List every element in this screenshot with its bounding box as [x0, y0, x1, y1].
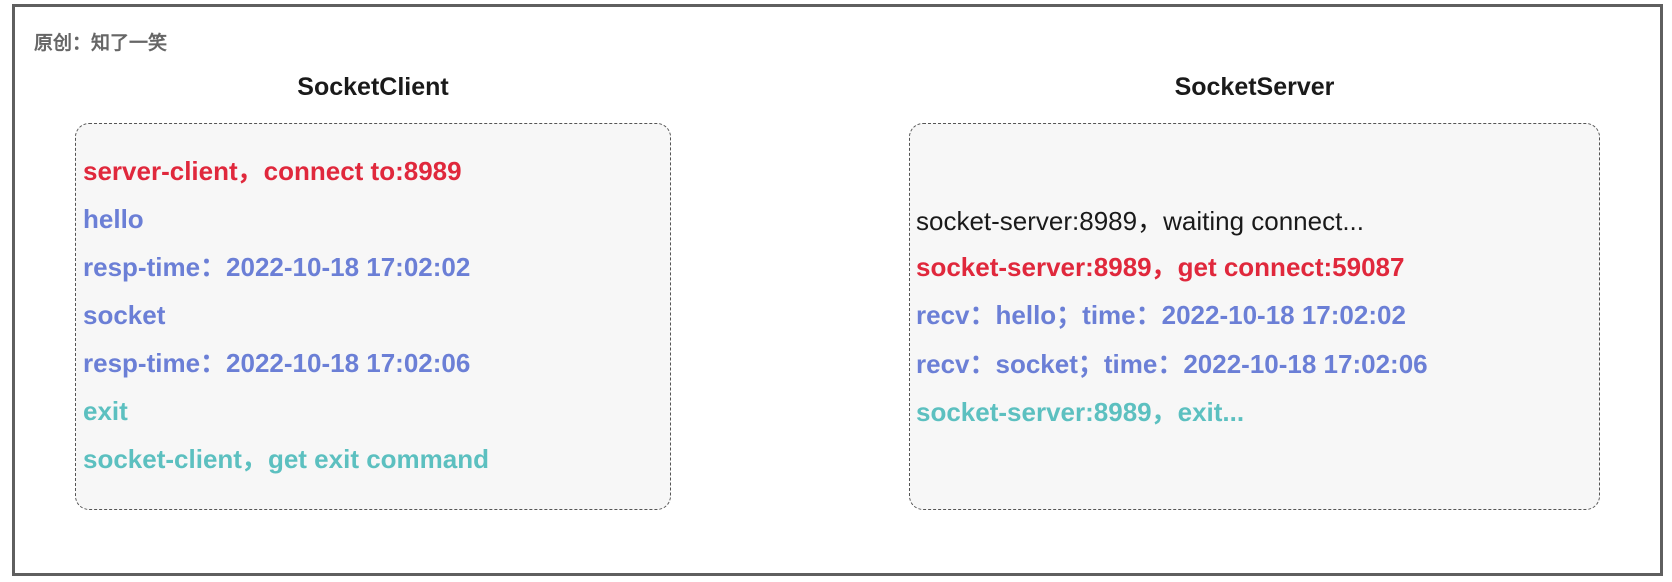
server-line-exit: socket-server:8989，exit...	[916, 397, 1245, 427]
server-line-connect: socket-server:8989，get connect:59087	[916, 252, 1405, 282]
server-line-waiting: socket-server:8989，waiting connect...	[916, 206, 1364, 236]
server-line-recv-socket: recv：socket；time：2022-10-18 17:02:06	[916, 349, 1428, 379]
server-panel-title: SocketServer	[1174, 73, 1335, 101]
client-panel	[75, 123, 671, 510]
author-credit: 原创：知了一笑	[34, 33, 168, 54]
client-line-socket: socket	[83, 300, 166, 330]
client-line-connect: server-client，connect to:8989	[83, 156, 462, 186]
client-line-hello: hello	[83, 204, 144, 234]
server-panel	[909, 123, 1600, 510]
server-line-recv-hello: recv：hello；time：2022-10-18 17:02:02	[916, 300, 1406, 330]
client-panel-title: SocketClient	[297, 73, 449, 101]
client-line-resp-time-2: resp-time：2022-10-18 17:02:06	[83, 348, 471, 378]
client-line-exit: exit	[83, 396, 128, 426]
client-line-resp-time-1: resp-time：2022-10-18 17:02:02	[83, 252, 471, 282]
client-line-exit-cmd: socket-client，get exit command	[83, 444, 489, 474]
